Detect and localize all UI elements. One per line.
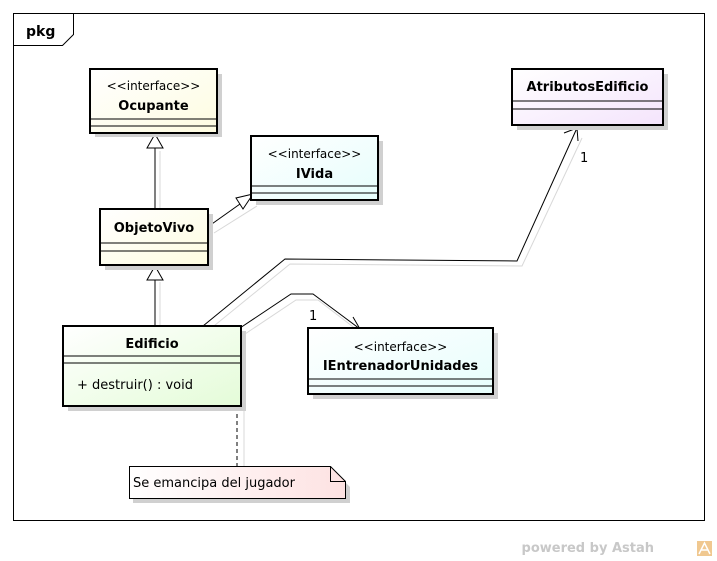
package-label: pkg [26, 24, 55, 40]
connector-shadows [159, 137, 583, 471]
class-objetovivo[interactable]: ObjetoVivo [99, 208, 213, 270]
ocupante-name: Ocupante [118, 99, 189, 114]
generalization-objetovivo-ocupante [146, 132, 164, 209]
realization-objetovivo-ivida [208, 193, 255, 227]
class-edificio[interactable]: Edificio + destruir() : void [62, 325, 246, 411]
atributos-name: AtributosEdificio [527, 80, 649, 95]
class-ocupante[interactable]: <<interface>> Ocupante [89, 68, 222, 137]
package-frame: pkg [13, 13, 705, 521]
class-ivida[interactable]: <<interface>> IVida [250, 135, 383, 205]
astah-watermark: powered by Astah [522, 541, 712, 556]
astah-logo-icon [697, 541, 712, 556]
note-text: Se emancipa del jugador [133, 476, 296, 491]
ivida-name: IVida [296, 167, 333, 182]
association-edificio-ientrenador [239, 293, 361, 330]
ocupante-stereotype: <<interface>> [107, 79, 201, 93]
ientrenador-name: IEntrenadorUnidades [323, 359, 479, 374]
generalization-edificio-objetovivo [146, 264, 164, 326]
class-ientrenador-unidades[interactable]: <<interface>> IEntrenadorUnidades [307, 327, 498, 399]
multiplicity-atributos: 1 [580, 151, 588, 166]
objetovivo-name: ObjetoVivo [114, 221, 195, 236]
multiplicity-ientrenador: 1 [309, 309, 317, 324]
class-atributos-edificio[interactable]: AtributosEdificio [511, 68, 668, 130]
watermark-text: powered by Astah [522, 541, 654, 556]
ivida-stereotype: <<interface>> [268, 147, 362, 161]
edificio-operation-destruir: + destruir() : void [77, 378, 193, 393]
ientrenador-stereotype: <<interface>> [354, 340, 448, 354]
edificio-name: Edificio [125, 337, 178, 352]
note-emancipa[interactable]: Se emancipa del jugador [129, 466, 351, 504]
